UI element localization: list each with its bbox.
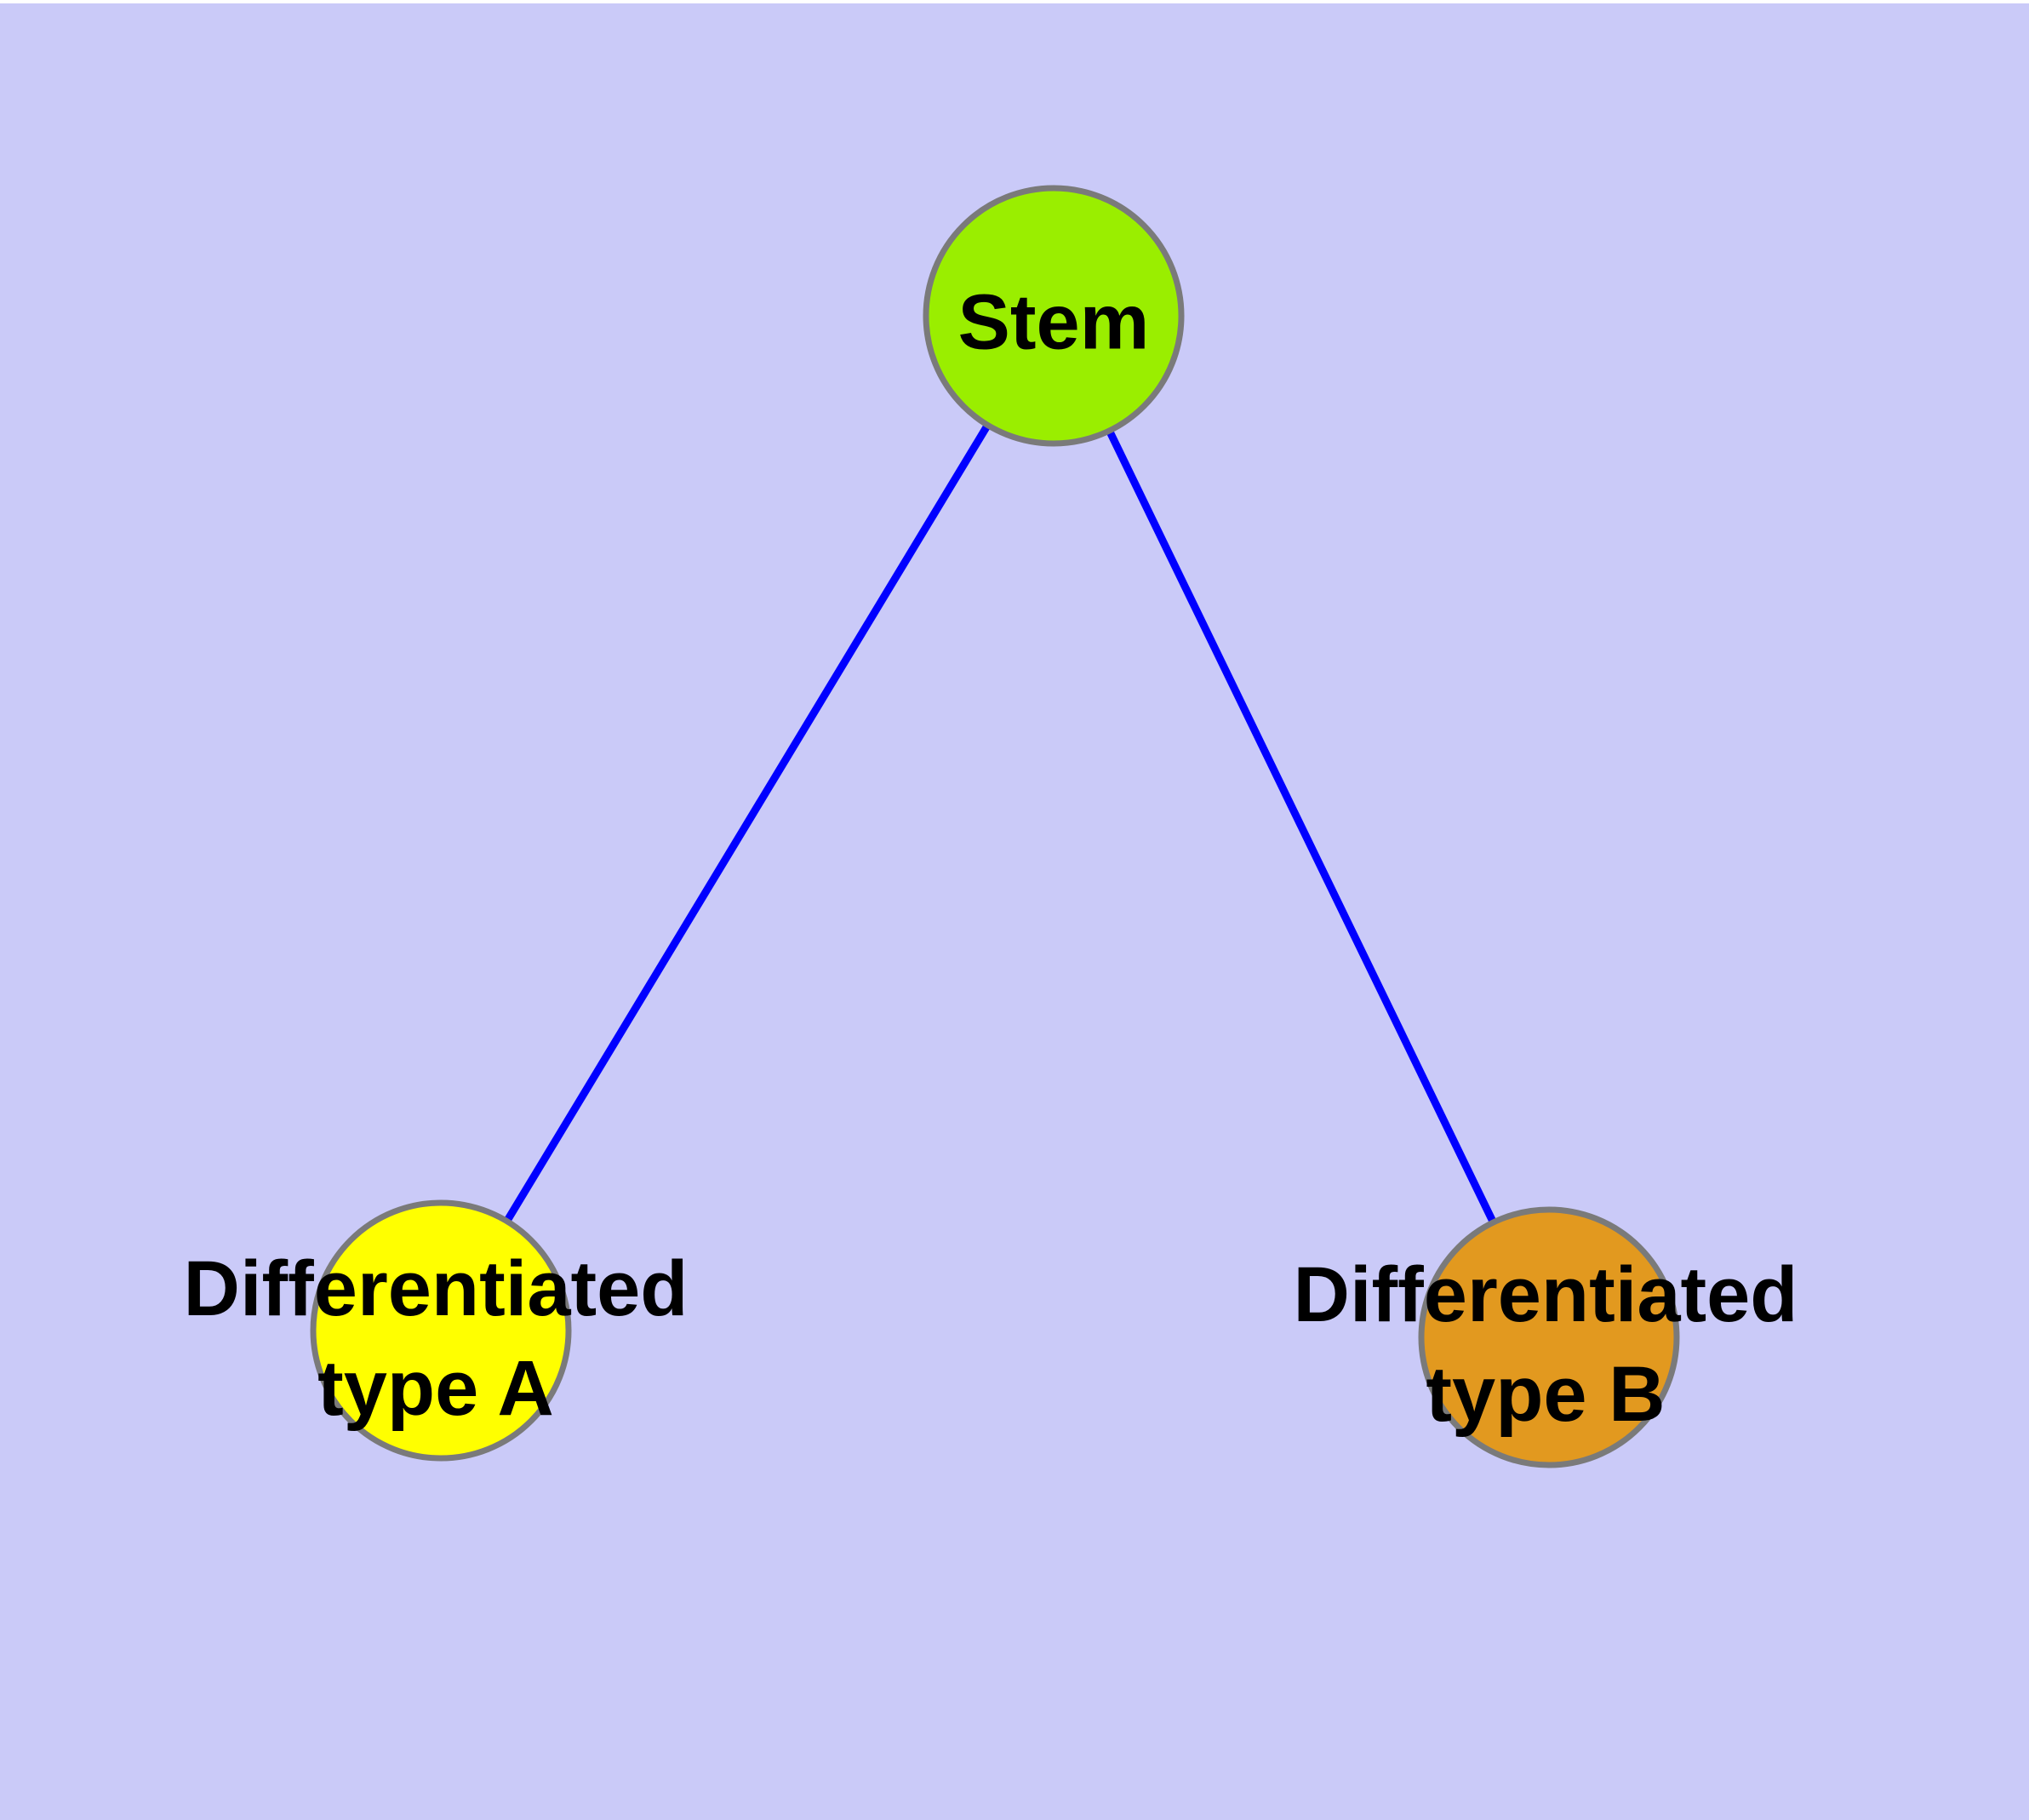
node-label-line: type A bbox=[317, 1345, 554, 1432]
node-label-line: Differentiated bbox=[183, 1245, 689, 1332]
node-label-type-b: Differentiated type B bbox=[1294, 1245, 1798, 1445]
node-label-line: type B bbox=[1426, 1351, 1666, 1438]
node-label-stem: Stem bbox=[958, 273, 1150, 373]
edge-stem-to-type-a bbox=[437, 313, 1057, 1333]
node-type-b bbox=[1418, 1206, 1680, 1468]
edge-stem-to-type-b bbox=[1049, 314, 1553, 1339]
node-label-line: Stem bbox=[957, 278, 1150, 366]
node-type-a bbox=[310, 1199, 572, 1462]
node-label-type-a: Differentiated type A bbox=[184, 1239, 689, 1439]
node-stem bbox=[923, 185, 1185, 447]
node-label-line: Differentiated bbox=[1293, 1251, 1798, 1338]
